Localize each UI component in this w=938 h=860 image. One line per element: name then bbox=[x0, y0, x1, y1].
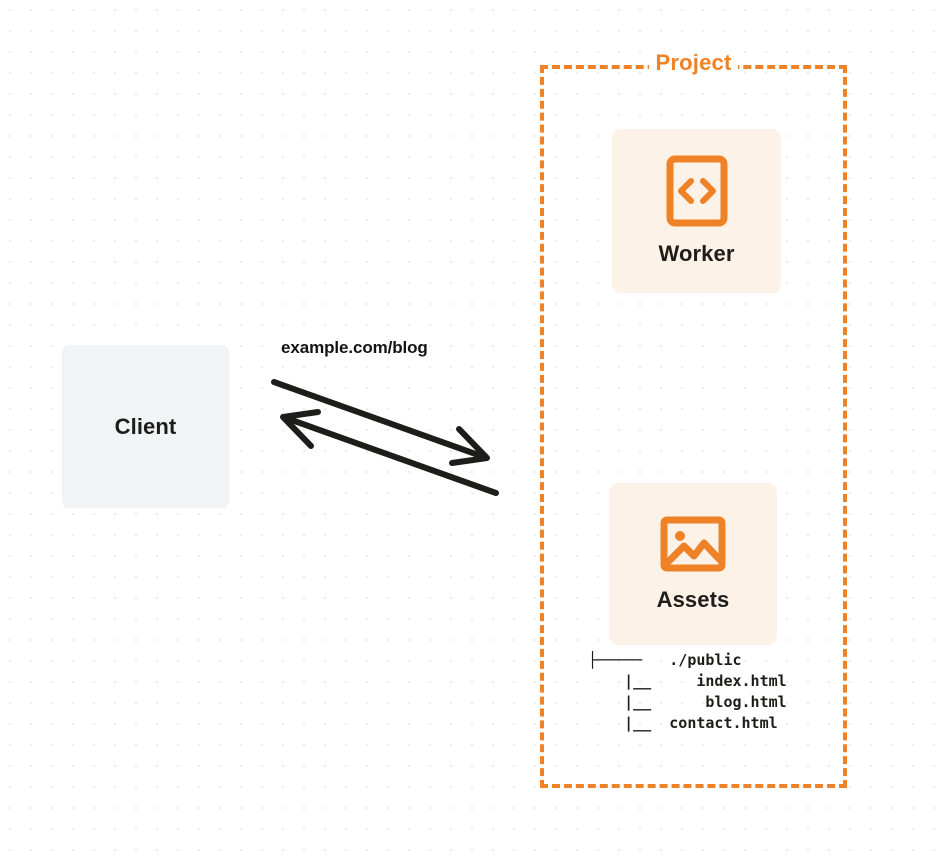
arrow-right-icon bbox=[271, 379, 490, 466]
client-node: Client bbox=[62, 345, 229, 508]
worker-node: Worker bbox=[612, 129, 781, 293]
assets-label: Assets bbox=[656, 587, 730, 612]
assets-node: Assets bbox=[609, 483, 777, 645]
project-title: Project bbox=[648, 50, 739, 76]
client-label: Client bbox=[114, 413, 177, 439]
asset-file-tree: ├───── ./public |__ index.html |__ blog.… bbox=[588, 651, 787, 732]
project-group: Project bbox=[540, 50, 847, 788]
worker-label: Worker bbox=[658, 241, 735, 266]
image-picture-icon bbox=[660, 515, 726, 573]
code-brackets-icon bbox=[666, 155, 728, 227]
request-flow-arrows bbox=[255, 330, 520, 515]
request-url-label: example.com/blog bbox=[281, 338, 428, 357]
arrow-left-icon bbox=[280, 409, 499, 496]
